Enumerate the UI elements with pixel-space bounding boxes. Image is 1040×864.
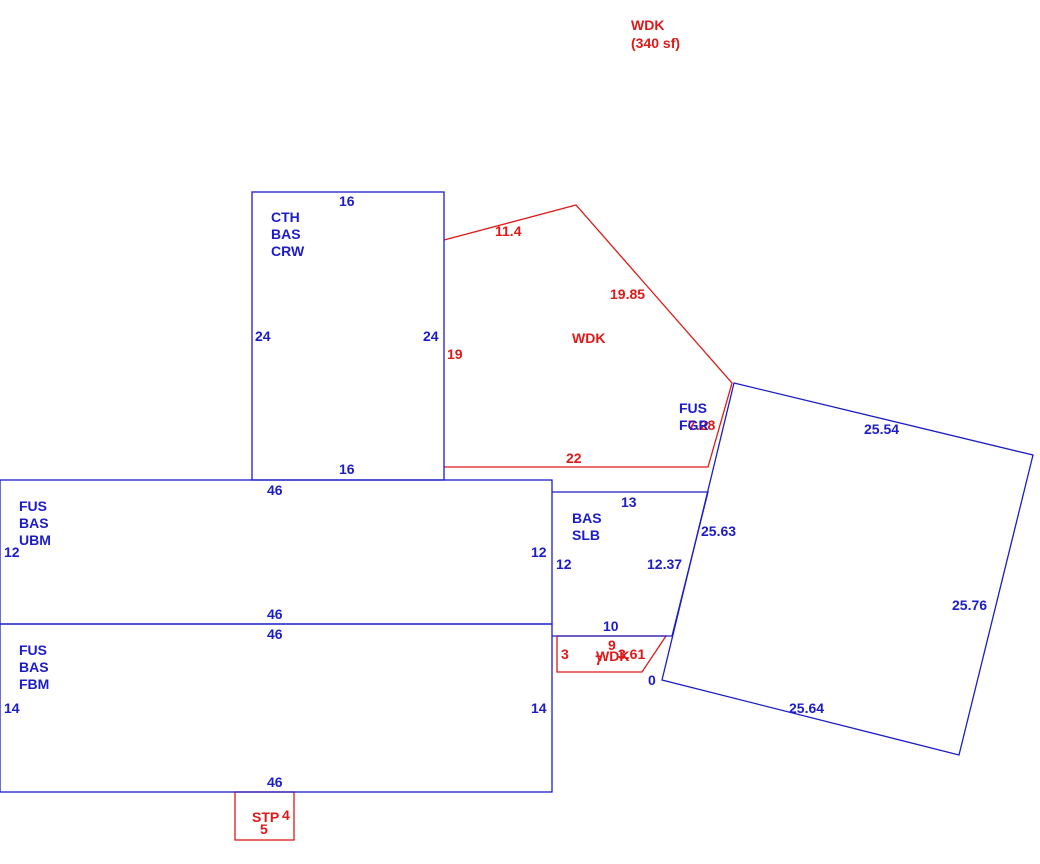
ubm-dim-left: 12: [4, 544, 20, 560]
fbm-code-3: FBM: [19, 676, 49, 692]
ubm-code-1: FUS: [19, 498, 47, 514]
fbm-dim-top: 46: [267, 626, 283, 642]
wdk-small-label: WDK: [596, 648, 629, 664]
fgr-code-1: FUS: [679, 400, 707, 416]
wdk-main-label: WDK: [572, 330, 605, 346]
stp-label: STP: [252, 809, 279, 825]
wdk-main-dim-diagonal: 19.85: [610, 286, 645, 302]
slb-dim-right: 12.37: [647, 556, 682, 572]
cth-code-3: CRW: [271, 243, 305, 259]
cth-dim-left: 24: [255, 328, 271, 344]
fgr-dim-left: 25.63: [701, 523, 736, 539]
wdk-main-dim-bottom: 22: [566, 450, 582, 466]
ubm-dim-bottom: 46: [267, 606, 283, 622]
header-title: WDK: [631, 17, 664, 33]
ubm-dim-top: 46: [267, 482, 283, 498]
fgr-dim-right: 25.76: [952, 597, 987, 613]
cth-dim-top: 16: [339, 193, 355, 209]
slb-code-2: SLB: [572, 527, 600, 543]
ubm-code-3: UBM: [19, 532, 51, 548]
fgr-dim-corner: 0: [648, 672, 656, 688]
ubm-code-2: BAS: [19, 515, 49, 531]
wdk-main-dim-short: 7.28: [688, 417, 715, 433]
wdk-main-dim-left: 19: [447, 346, 463, 362]
cth-dim-right: 24: [423, 328, 439, 344]
wdk-main-dim-top: 11.4: [495, 223, 522, 239]
slb-dim-top: 13: [621, 494, 637, 510]
cth-dim-bottom: 16: [339, 461, 355, 477]
slb-dim-bottom: 10: [603, 618, 619, 634]
stp-dim-bottom: 5: [260, 821, 268, 837]
fbm-dim-right: 14: [531, 700, 547, 716]
fbm-dim-left: 14: [4, 700, 20, 716]
stp-dim-right: 4: [282, 807, 290, 823]
fbm-code-1: FUS: [19, 642, 47, 658]
slb-code-1: BAS: [572, 510, 602, 526]
wdk-small-dim-bottom: 7: [595, 652, 603, 668]
slb-dim-left: 12: [556, 556, 572, 572]
ubm-dim-right: 12: [531, 544, 547, 560]
cth-code-2: BAS: [271, 226, 301, 242]
fbm-dim-bottom: 46: [267, 774, 283, 790]
header-area: (340 sf): [631, 35, 680, 51]
wdk-small-dim-top: 9: [608, 637, 616, 653]
fbm-code-2: BAS: [19, 659, 49, 675]
fbm-outline: [0, 623, 553, 793]
fgr-outline: [661, 382, 1034, 756]
wdk-small-dim-diagonal: 3.61: [618, 646, 645, 662]
wdk-small-dim-left: 3: [561, 646, 569, 662]
fgr-dim-bottom: 25.64: [789, 700, 824, 716]
ubm-outline: [0, 479, 553, 625]
cth-code-1: CTH: [271, 209, 300, 225]
fgr-code-2: FGR: [679, 417, 709, 433]
fgr-dim-top: 25.54: [864, 421, 899, 437]
wdk-main-outline: [443, 204, 733, 468]
